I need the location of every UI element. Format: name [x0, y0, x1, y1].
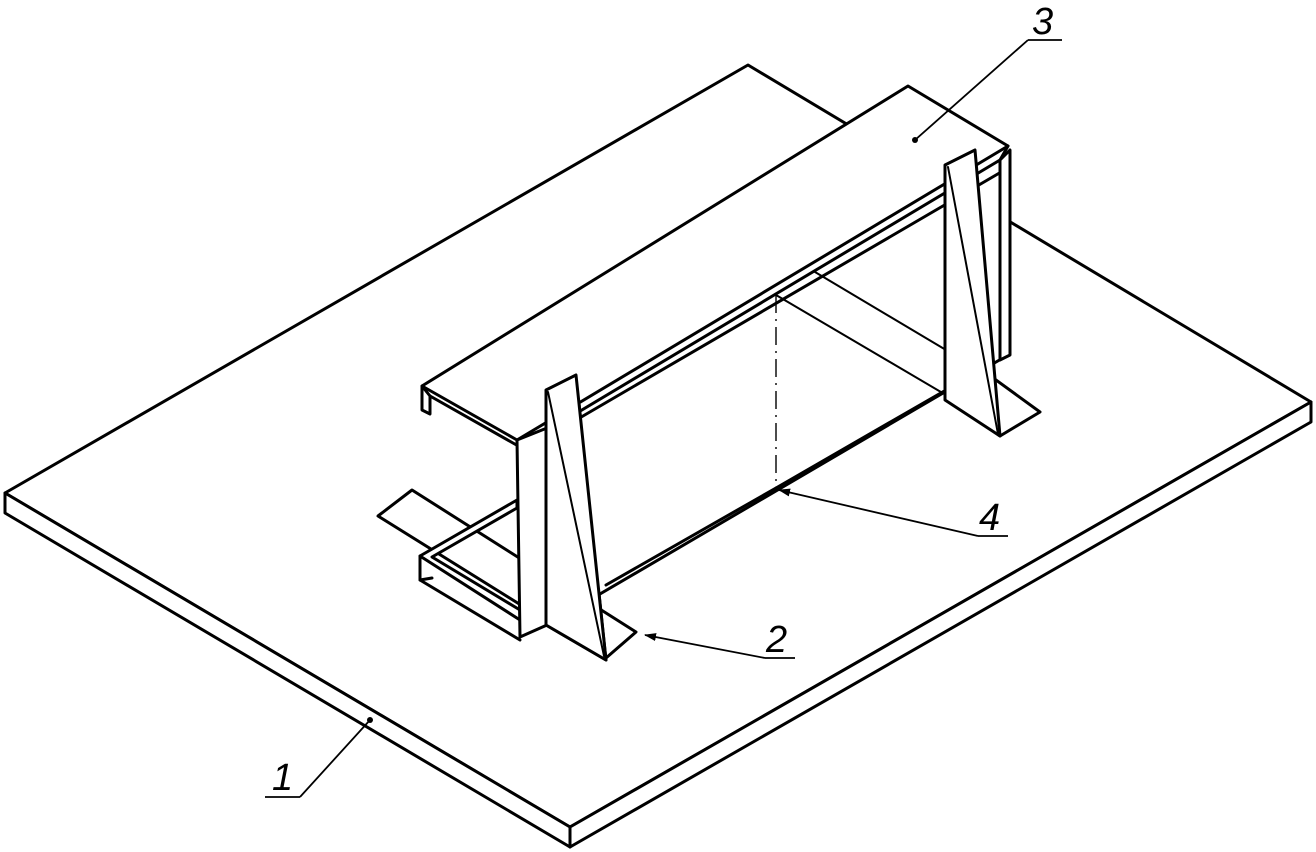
callout-label-4: 4: [979, 497, 1000, 539]
support-plate-front-rib-top: [544, 373, 608, 662]
base-plate-right-edge: [568, 400, 1313, 849]
callout-2: 2: [644, 619, 795, 661]
support-plate-front-rib-overlay: [544, 373, 608, 662]
channel-web-front-edge: [515, 426, 549, 639]
callout-1: 1: [265, 717, 373, 799]
support-plate-back-rib-group: [943, 148, 1002, 438]
callout-label-3: 3: [1032, 1, 1053, 43]
channel-back-web: [998, 148, 1012, 362]
callout-label-2: 2: [765, 619, 787, 661]
callout-label-1: 1: [272, 757, 293, 799]
callout-4: 4: [778, 488, 1008, 539]
callout-3: 3: [912, 1, 1062, 143]
channel-beam: [420, 84, 1012, 639]
channel-top-lip: [420, 384, 432, 416]
